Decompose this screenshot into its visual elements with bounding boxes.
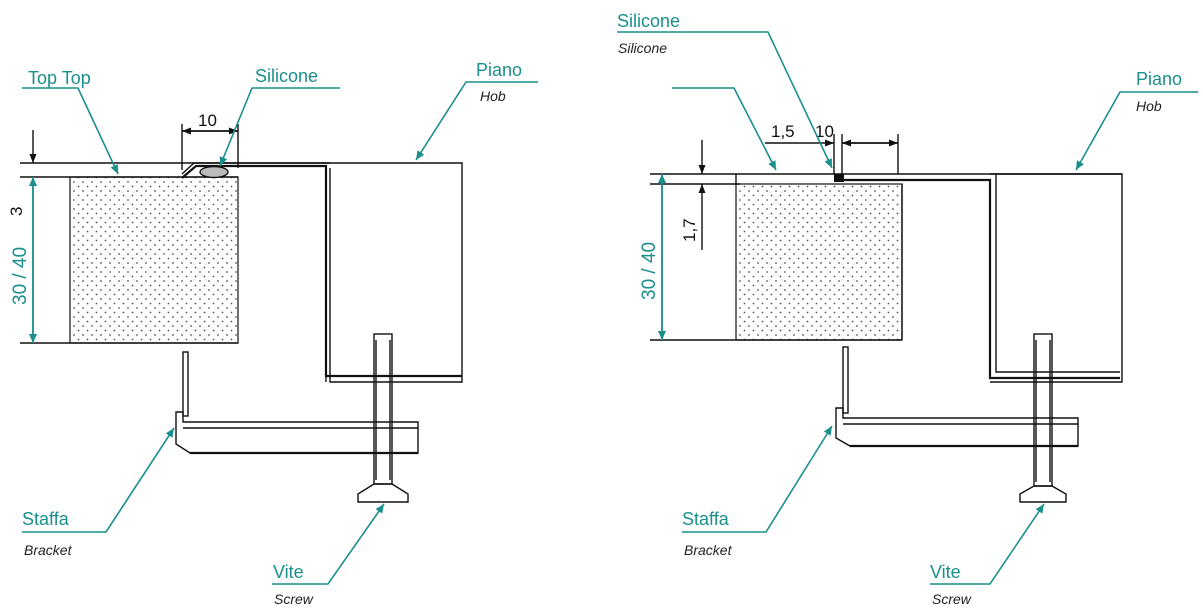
right-dim-gap: 1,5 — [771, 122, 795, 141]
left-dim-thickness: 30 / 40 — [10, 247, 31, 305]
left-silicone-label: Silicone — [255, 66, 318, 86]
left-hob-sub: Hob — [480, 88, 506, 104]
right-dim-offset: 1,7 — [680, 218, 699, 242]
left-worktop — [69, 176, 239, 344]
right-bracket-label: Staffa — [682, 509, 730, 529]
right-screw-label: Vite — [930, 562, 961, 582]
right-dim-width: 10 — [815, 122, 834, 141]
left-detail: 10 3 30 / 40 Top Top Silicone Piano Hob … — [7, 60, 538, 607]
left-bracket-label: Staffa — [22, 509, 70, 529]
right-hob-label: Piano — [1136, 69, 1182, 89]
right-detail: 1,5 10 1,7 30 / 40 Silicone Silicone Pia… — [617, 11, 1198, 607]
right-callouts: Silicone Silicone Piano Hob Staffa Brack… — [617, 11, 1198, 607]
left-screw — [357, 333, 409, 503]
left-screw-sub: Screw — [274, 591, 314, 607]
right-hob-sub: Hob — [1136, 98, 1162, 114]
left-bracket — [175, 351, 419, 455]
right-bracket-sub: Bracket — [684, 542, 733, 558]
left-dim-offset: 3 — [7, 207, 26, 216]
left-dimensions: 10 3 30 / 40 — [7, 111, 239, 343]
left-dim-width: 10 — [198, 111, 217, 130]
left-hob — [181, 162, 463, 383]
left-callouts: Top Top Silicone Piano Hob Staffa Bracke… — [22, 60, 538, 607]
left-hob-label: Piano — [476, 60, 522, 80]
left-bracket-sub: Bracket — [24, 542, 73, 558]
right-dim-thickness: 30 / 40 — [639, 242, 660, 300]
left-screw-label: Vite — [273, 562, 304, 582]
right-silicone-bead — [834, 174, 844, 182]
left-top-label: Top Top — [28, 68, 91, 88]
right-silicone-label: Silicone — [617, 11, 680, 31]
right-hob — [844, 173, 1123, 383]
left-silicone-bead — [199, 165, 229, 179]
right-bracket — [835, 346, 1079, 448]
right-screw-sub: Screw — [932, 591, 972, 607]
right-dimensions: 1,5 10 1,7 30 / 40 — [639, 122, 899, 340]
right-screw — [1019, 333, 1067, 503]
right-silicone-sub: Silicone — [618, 40, 667, 56]
right-worktop — [735, 183, 903, 341]
